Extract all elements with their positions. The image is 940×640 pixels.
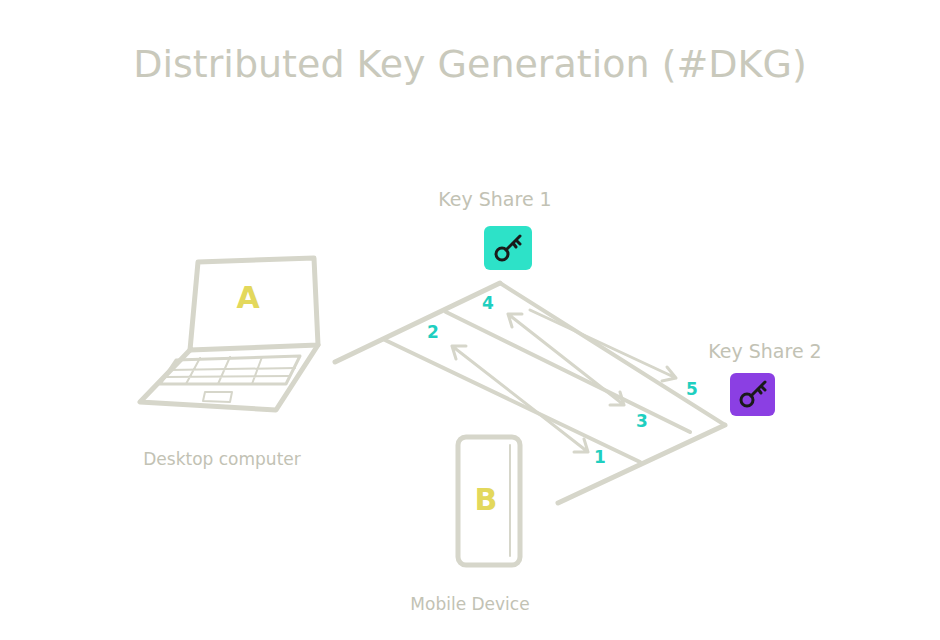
message-arrow — [530, 310, 676, 381]
callout-number: 4 — [482, 294, 494, 314]
lane-line — [385, 340, 640, 462]
phone-body — [458, 437, 520, 565]
phone-edge — [509, 445, 511, 556]
key-share-icon — [484, 226, 532, 270]
laptop-touchpad — [203, 392, 232, 402]
device-node: Key Share 2 — [680, 330, 860, 425]
lane-line — [500, 283, 725, 425]
laptop-keyboard — [160, 356, 300, 384]
laptop-base — [140, 345, 318, 410]
key-symbol — [496, 236, 520, 260]
callout-number: 2 — [427, 323, 439, 343]
callout-number: 5 — [686, 380, 698, 400]
lane-edge — [335, 283, 500, 362]
device-node: Key Share 1 — [405, 180, 585, 280]
device-caption: Mobile Device — [410, 595, 529, 615]
device-caption: Desktop computer — [143, 450, 301, 470]
key-share-label: Key Share 2 — [708, 341, 821, 363]
callout-number: 1 — [594, 448, 606, 468]
device-node: A Desktop computer — [105, 245, 355, 485]
lane-line — [446, 312, 690, 432]
device-letter: A — [236, 281, 259, 316]
callout-number: 3 — [636, 412, 648, 432]
device-letter: B — [475, 483, 498, 518]
laptop-screen — [190, 258, 318, 350]
diagram-title: Distributed Key Generation (#DKG) — [0, 42, 940, 86]
key-share-label: Key Share 1 — [438, 189, 551, 211]
device-node: B Mobile Device — [385, 425, 555, 630]
laptop-keys — [166, 357, 295, 384]
key-share-icon — [730, 373, 775, 416]
key-symbol — [741, 382, 765, 406]
